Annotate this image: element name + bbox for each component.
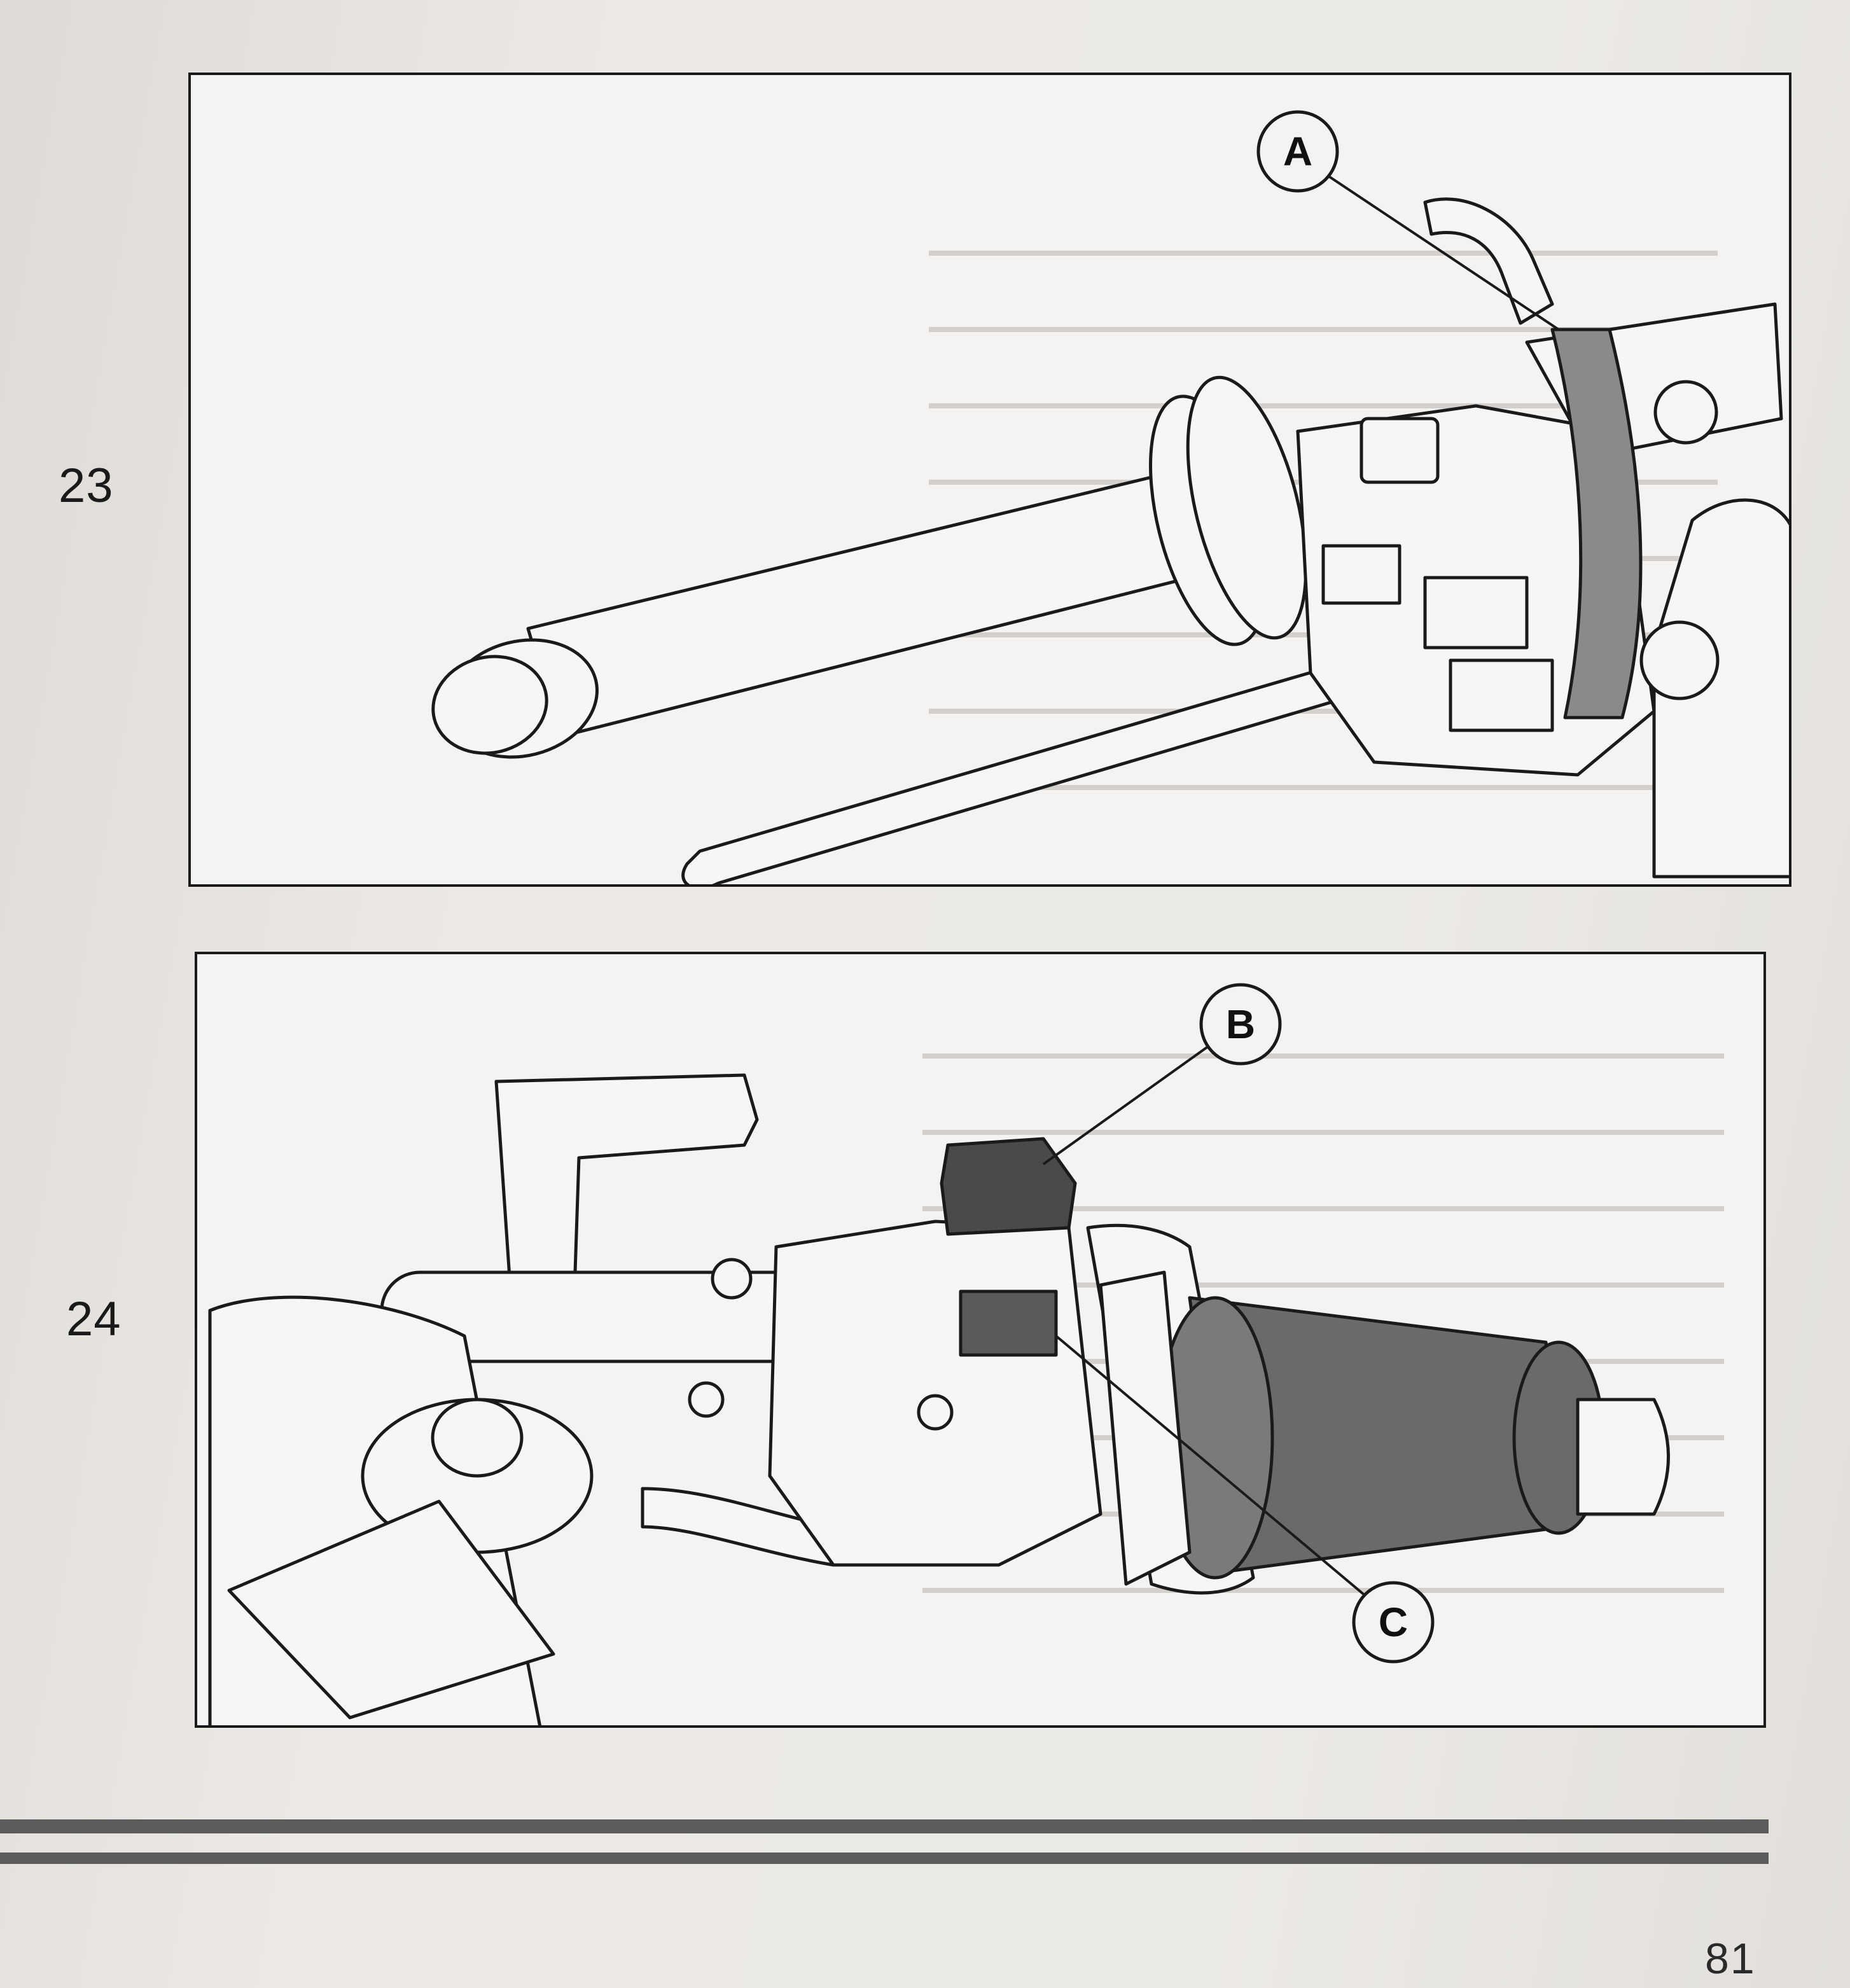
throttle-switch-drawing: B C [208, 983, 1724, 1725]
callout-b-label: B [1226, 1001, 1255, 1047]
callout-a-label: A [1283, 129, 1312, 174]
callout-b: B [1042, 983, 1282, 1165]
callout-c-label: C [1379, 1599, 1408, 1645]
figure-24-illustration: B C [195, 952, 1766, 1728]
footer-rule-top [0, 1819, 1769, 1833]
clutch-lever-drawing: A [431, 110, 1789, 884]
figure-number-24: 24 [66, 1292, 122, 1346]
figure-number-23: 23 [59, 459, 114, 513]
page-number: 81 [1705, 1935, 1756, 1983]
callout-c: C [1055, 1335, 1435, 1664]
figure-23-illustration: A [188, 73, 1791, 887]
footer-rule-bottom [0, 1852, 1769, 1864]
callout-a: A [1256, 110, 1560, 331]
